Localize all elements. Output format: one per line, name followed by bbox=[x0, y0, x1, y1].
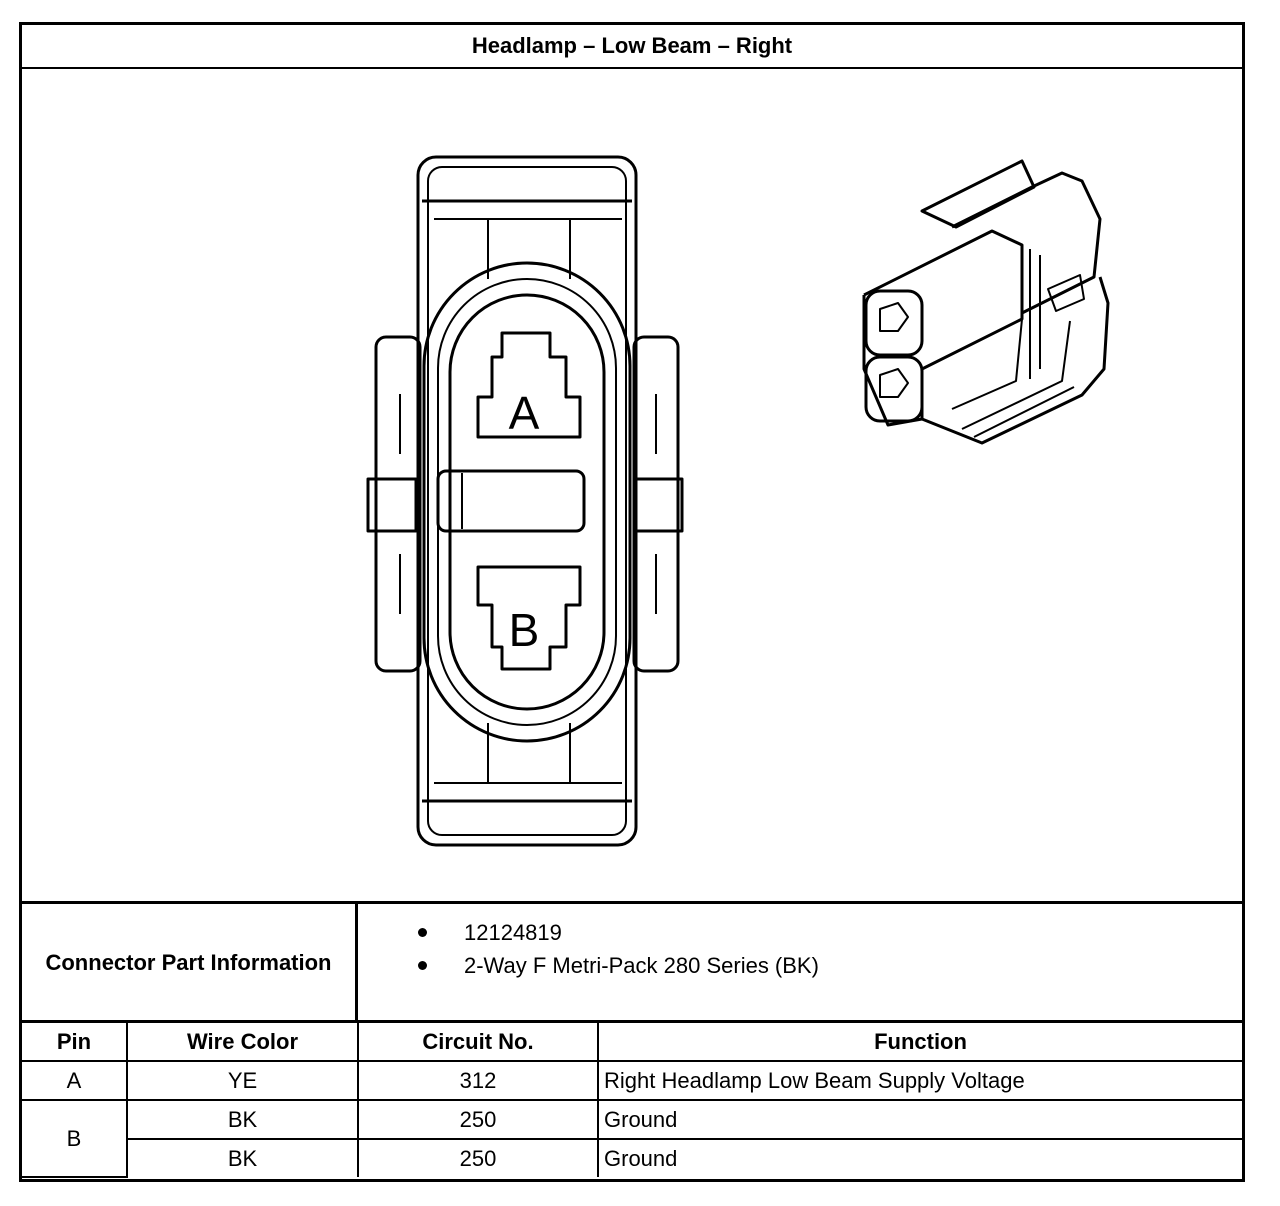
pin-label-a: A bbox=[509, 387, 540, 439]
terminal-a-outline bbox=[476, 331, 582, 439]
top-guide bbox=[487, 219, 571, 279]
connector-info-row: Connector Part Information 12124819 2-Wa… bbox=[22, 901, 1242, 1021]
left-side-tab bbox=[374, 335, 422, 673]
bottom-guide bbox=[487, 723, 571, 783]
page-title: Headlamp – Low Beam – Right bbox=[22, 25, 1242, 69]
iso-cavity-b bbox=[864, 355, 924, 423]
iso-body-side bbox=[921, 276, 1110, 445]
connector-sheet: Headlamp – Low Beam – Right bbox=[19, 22, 1245, 1182]
list-item: 2-Way F Metri-Pack 280 Series (BK) bbox=[358, 949, 819, 982]
iso-lock-rails bbox=[1021, 245, 1041, 379]
iso-side-edge bbox=[951, 318, 1023, 410]
left-lock-block bbox=[366, 477, 418, 533]
connector-isometric-view bbox=[862, 159, 1110, 445]
right-lock-block bbox=[632, 477, 684, 533]
connector-info-list: 12124819 2-Way F Metri-Pack 280 Series (… bbox=[358, 916, 819, 982]
header-function: Function bbox=[597, 1020, 1242, 1062]
right-side-tab bbox=[632, 335, 680, 673]
connector-figure: A B bbox=[22, 69, 1242, 901]
cavity-mid-oval bbox=[437, 278, 617, 726]
bullet-icon bbox=[418, 928, 427, 937]
cell-function: Ground bbox=[597, 1138, 1242, 1177]
header-wire-color: Wire Color bbox=[126, 1020, 359, 1062]
terminal-b-outline bbox=[476, 565, 582, 671]
connector-info-label: Connector Part Information bbox=[22, 904, 358, 1021]
pin-label-b: B bbox=[509, 604, 540, 656]
cell-pin: A bbox=[22, 1060, 128, 1101]
cell-circuit: 250 bbox=[357, 1099, 599, 1140]
iso-cavity-a bbox=[864, 289, 924, 357]
cell-wire-color: BK bbox=[127, 1138, 359, 1177]
cell-circuit: 312 bbox=[357, 1060, 599, 1101]
connector-face-drawing: A B bbox=[366, 155, 1110, 847]
iso-lock-window bbox=[1047, 274, 1085, 312]
table-header-row: Pin Wire Color Circuit No. Function bbox=[22, 1020, 1242, 1062]
side-tab-slots bbox=[399, 394, 657, 614]
cell-function: Ground bbox=[597, 1099, 1242, 1140]
bullet-icon bbox=[418, 961, 427, 970]
table-row: BK 250 Ground bbox=[22, 1138, 1242, 1177]
iso-body-top bbox=[863, 229, 1024, 371]
part-number: 12124819 bbox=[464, 920, 562, 945]
cavity-inner-oval bbox=[448, 293, 606, 711]
center-divider bbox=[436, 469, 586, 533]
cell-circuit: 250 bbox=[357, 1138, 599, 1177]
cell-pin: B bbox=[22, 1099, 128, 1178]
iso-terminal-a bbox=[879, 302, 909, 332]
cell-wire-color: BK bbox=[126, 1099, 359, 1140]
table-row: A YE 312 Right Headlamp Low Beam Supply … bbox=[22, 1060, 1242, 1101]
header-circuit-no: Circuit No. bbox=[357, 1020, 599, 1062]
connector-inner-rim bbox=[427, 166, 627, 836]
iso-top-face bbox=[951, 171, 1102, 315]
connector-outer-body bbox=[416, 155, 638, 847]
iso-lower-rails bbox=[961, 320, 1075, 438]
table-row: B BK 250 Ground bbox=[22, 1099, 1242, 1178]
iso-terminal-b bbox=[879, 368, 909, 398]
cell-function: Right Headlamp Low Beam Supply Voltage bbox=[597, 1060, 1242, 1101]
pinout-table: Pin Wire Color Circuit No. Function A YE… bbox=[22, 1020, 1242, 1178]
list-item: 12124819 bbox=[358, 916, 819, 949]
header-pin: Pin bbox=[22, 1020, 128, 1062]
cavity-outer-oval bbox=[422, 261, 632, 743]
cell-wire-color: YE bbox=[126, 1060, 359, 1101]
connector-series: 2-Way F Metri-Pack 280 Series (BK) bbox=[464, 953, 819, 978]
